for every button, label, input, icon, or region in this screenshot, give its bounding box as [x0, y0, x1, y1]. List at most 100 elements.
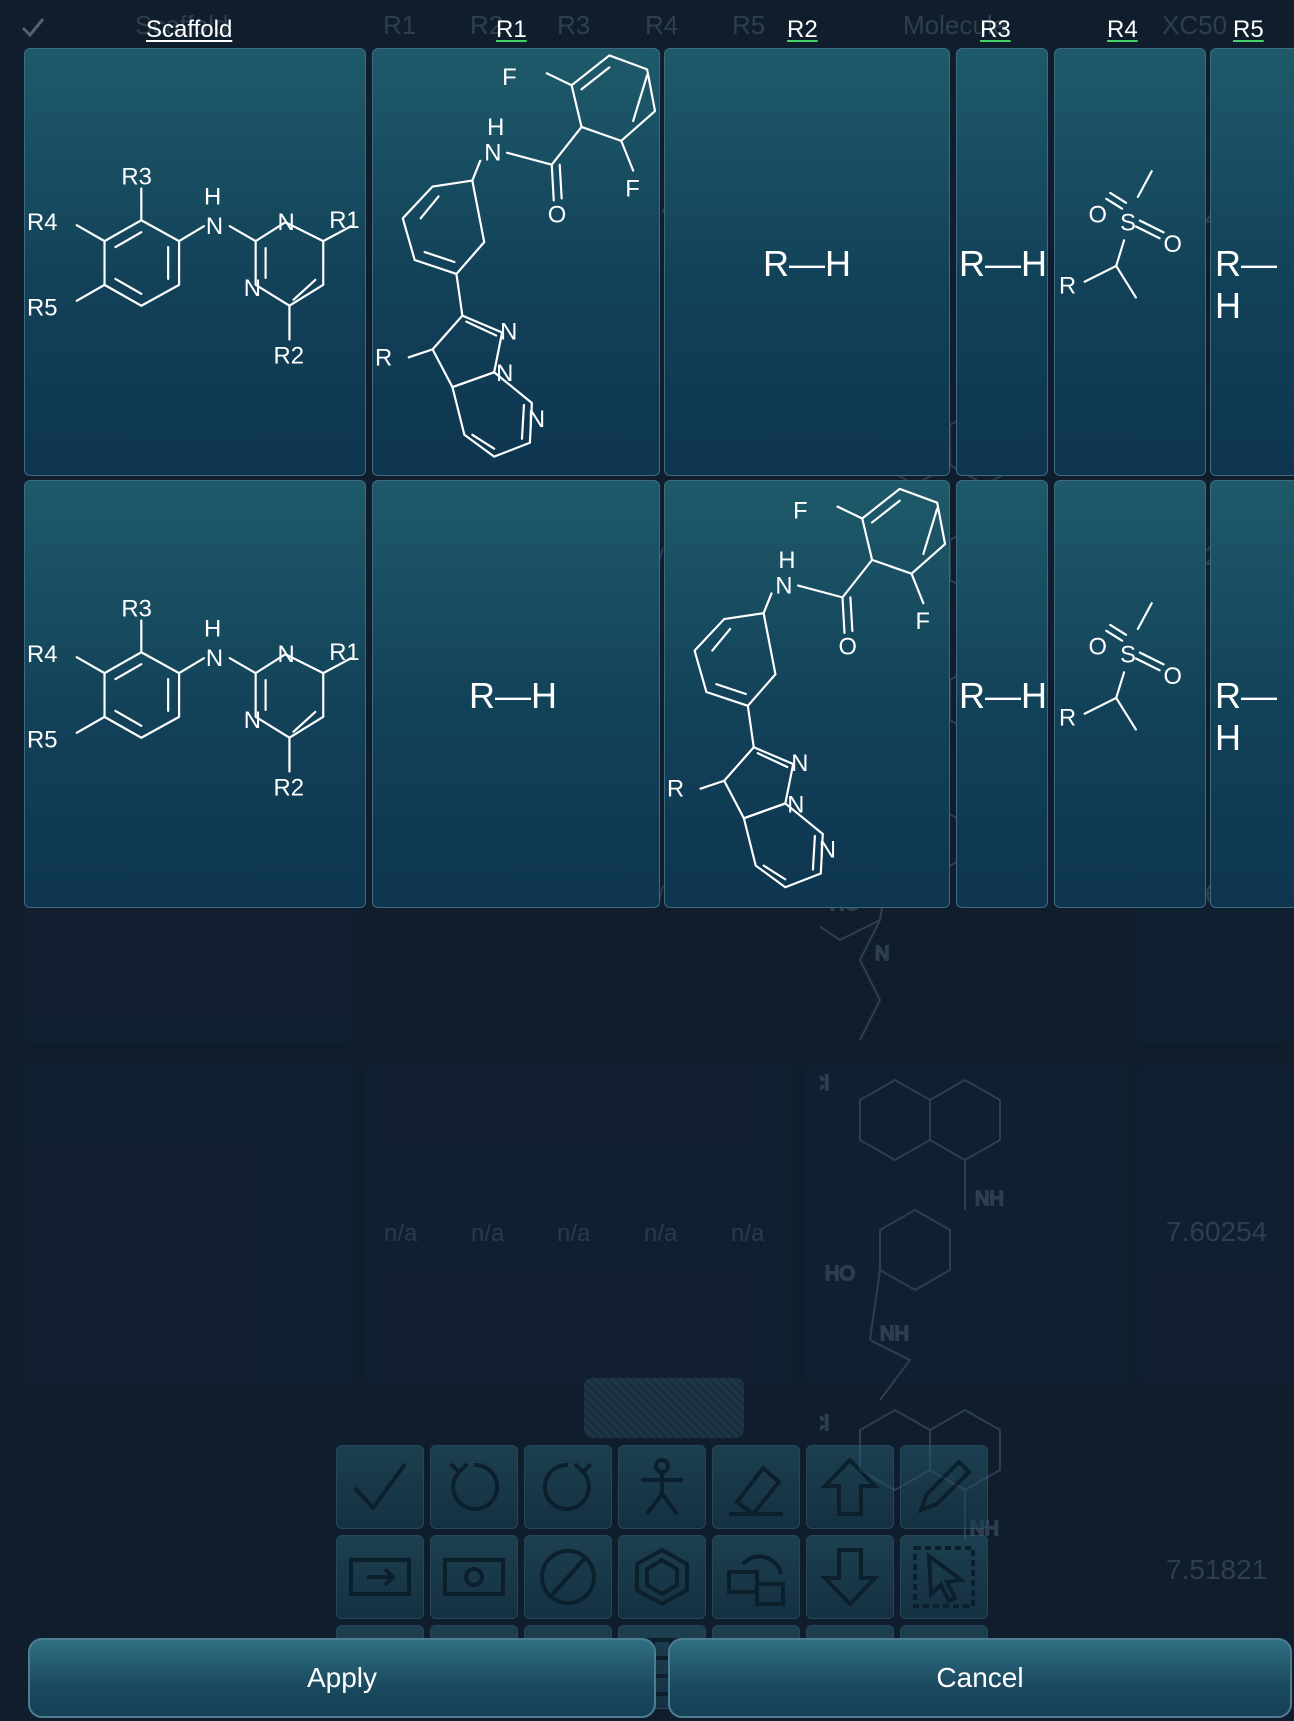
label-n: N	[278, 641, 295, 668]
label-h: H	[204, 615, 221, 642]
row-2-r5-cell[interactable]: R—H	[1210, 480, 1294, 908]
ghost-cell	[24, 1064, 354, 1384]
select-all-check-icon[interactable]	[20, 14, 46, 40]
figure-icon	[641, 1458, 683, 1516]
label-r2: R2	[274, 774, 304, 801]
label-f: F	[793, 498, 807, 524]
select-button[interactable]	[900, 1535, 988, 1619]
r-h-label: R—H	[959, 243, 1047, 284]
label-o: O	[548, 201, 567, 228]
label-s: S	[1120, 210, 1136, 236]
clear-button[interactable]	[524, 1535, 612, 1619]
row-2-r4-cell[interactable]: O S O R	[1054, 480, 1206, 908]
ghost-atom-label: NH	[975, 1188, 1004, 1210]
settings-icon	[443, 1558, 505, 1596]
move-up-button[interactable]	[806, 1445, 894, 1529]
label-n: N	[500, 318, 517, 345]
cancel-button[interactable]: Cancel	[668, 1638, 1292, 1718]
column-header-r1[interactable]: R1	[496, 16, 527, 43]
ring-tool-button[interactable]	[618, 1535, 706, 1619]
r-h-label: R—H	[469, 675, 557, 716]
apply-button[interactable]: Apply	[28, 1638, 656, 1718]
rotate-button[interactable]	[712, 1535, 800, 1619]
label-r: R	[1059, 274, 1076, 300]
up-arrow-icon	[820, 1457, 880, 1516]
row-1-scaffold-cell[interactable]: R3 R4 R5 H N N N R1 R2	[24, 48, 366, 476]
column-header-r3[interactable]: R3	[980, 16, 1011, 43]
column-header-scaffold[interactable]: Scaffold	[146, 16, 233, 43]
row-1-r1-cell[interactable]: F F H N O N N N R	[372, 48, 660, 476]
table-header: Scaffold R1 R2 R3 R4 R5	[0, 0, 1294, 46]
label-r3: R3	[121, 163, 151, 190]
ghost-na: n/a	[384, 1220, 418, 1247]
r-h-label: R—H	[959, 675, 1047, 716]
ghost-cell	[1138, 1064, 1288, 1384]
label-r3: R3	[121, 595, 151, 622]
redo-button[interactable]	[524, 1445, 612, 1529]
column-header-r4[interactable]: R4	[1107, 16, 1138, 43]
atom-tool-button[interactable]	[618, 1445, 706, 1529]
ghost-atom-label: Cl	[820, 1073, 829, 1095]
r-h-label: R—H	[1215, 243, 1277, 326]
label-r1: R1	[329, 639, 359, 666]
undo-button[interactable]	[430, 1445, 518, 1529]
label-h: H	[204, 183, 221, 210]
label-n: N	[496, 360, 513, 387]
ghost-atom-label: Cl	[820, 1413, 829, 1435]
label-r: R	[375, 344, 392, 371]
ghost-cell	[804, 1064, 1128, 1384]
label-o: O	[1089, 635, 1107, 661]
label-n: N	[791, 751, 808, 777]
r-h-label: R—H	[763, 243, 851, 284]
label-r5: R5	[27, 295, 57, 322]
label-f: F	[502, 64, 517, 91]
row-1-r4-cell[interactable]: O S O R	[1054, 48, 1206, 476]
check-icon	[353, 1462, 407, 1512]
eraser-button[interactable]	[712, 1445, 800, 1529]
pencil-icon	[917, 1459, 972, 1514]
select-arrow-icon	[913, 1546, 975, 1608]
row-2-scaffold-cell[interactable]: R3 R4 R5 H N N N R1 R2	[24, 480, 366, 908]
ghost-na: n/a	[471, 1220, 505, 1247]
label-o: O	[1089, 203, 1107, 229]
ghost-xc50-value: 7.60254	[1166, 1216, 1268, 1247]
label-f: F	[915, 609, 929, 635]
scaffold-structure: R3 R4 R5 H N N N R1 R2	[27, 595, 360, 801]
ghost-atom-label: HO	[825, 1263, 855, 1285]
ghost-na: n/a	[644, 1220, 678, 1247]
column-header-r5[interactable]: R5	[1233, 16, 1264, 43]
label-f: F	[625, 175, 640, 202]
label-r1: R1	[329, 207, 359, 234]
row-1-r5-cell[interactable]: R—H	[1210, 48, 1294, 476]
label-n: N	[244, 707, 261, 734]
import-button[interactable]	[336, 1535, 424, 1619]
row-2-r2-cell[interactable]: F F H N O N N N R	[664, 480, 950, 908]
label-n: N	[484, 140, 501, 167]
row-2-r1-cell[interactable]: R—H	[372, 480, 660, 908]
label-n: N	[206, 645, 223, 672]
options-button[interactable]	[430, 1535, 518, 1619]
pencil-button[interactable]	[900, 1445, 988, 1529]
label-r: R	[1059, 706, 1076, 732]
row-1-r3-cell[interactable]: R—H	[956, 48, 1048, 476]
undo-icon	[449, 1462, 500, 1511]
label-n: N	[819, 838, 836, 864]
row-2-r3-cell[interactable]: R—H	[956, 480, 1048, 908]
label-r4: R4	[27, 209, 57, 236]
column-header-r2[interactable]: R2	[787, 16, 818, 43]
check-tool-button[interactable]	[336, 1445, 424, 1529]
down-arrow-icon	[820, 1548, 880, 1607]
import-icon	[349, 1558, 411, 1596]
ghost-na: n/a	[731, 1220, 765, 1247]
r-h-label: R—H	[1215, 675, 1277, 758]
toolbar-drag-handle[interactable]	[584, 1378, 744, 1438]
rotate-icon	[727, 1554, 785, 1606]
ghost-cell	[364, 1064, 794, 1384]
r4-structure: O S O R	[1059, 170, 1182, 300]
row-1-r2-cell[interactable]: R—H	[664, 48, 950, 476]
scaffold-structure: R3 R4 R5 H N N N R1 R2	[27, 163, 360, 369]
ghost-atom-label: N	[875, 943, 889, 965]
label-n: N	[206, 213, 223, 240]
move-down-button[interactable]	[806, 1535, 894, 1619]
